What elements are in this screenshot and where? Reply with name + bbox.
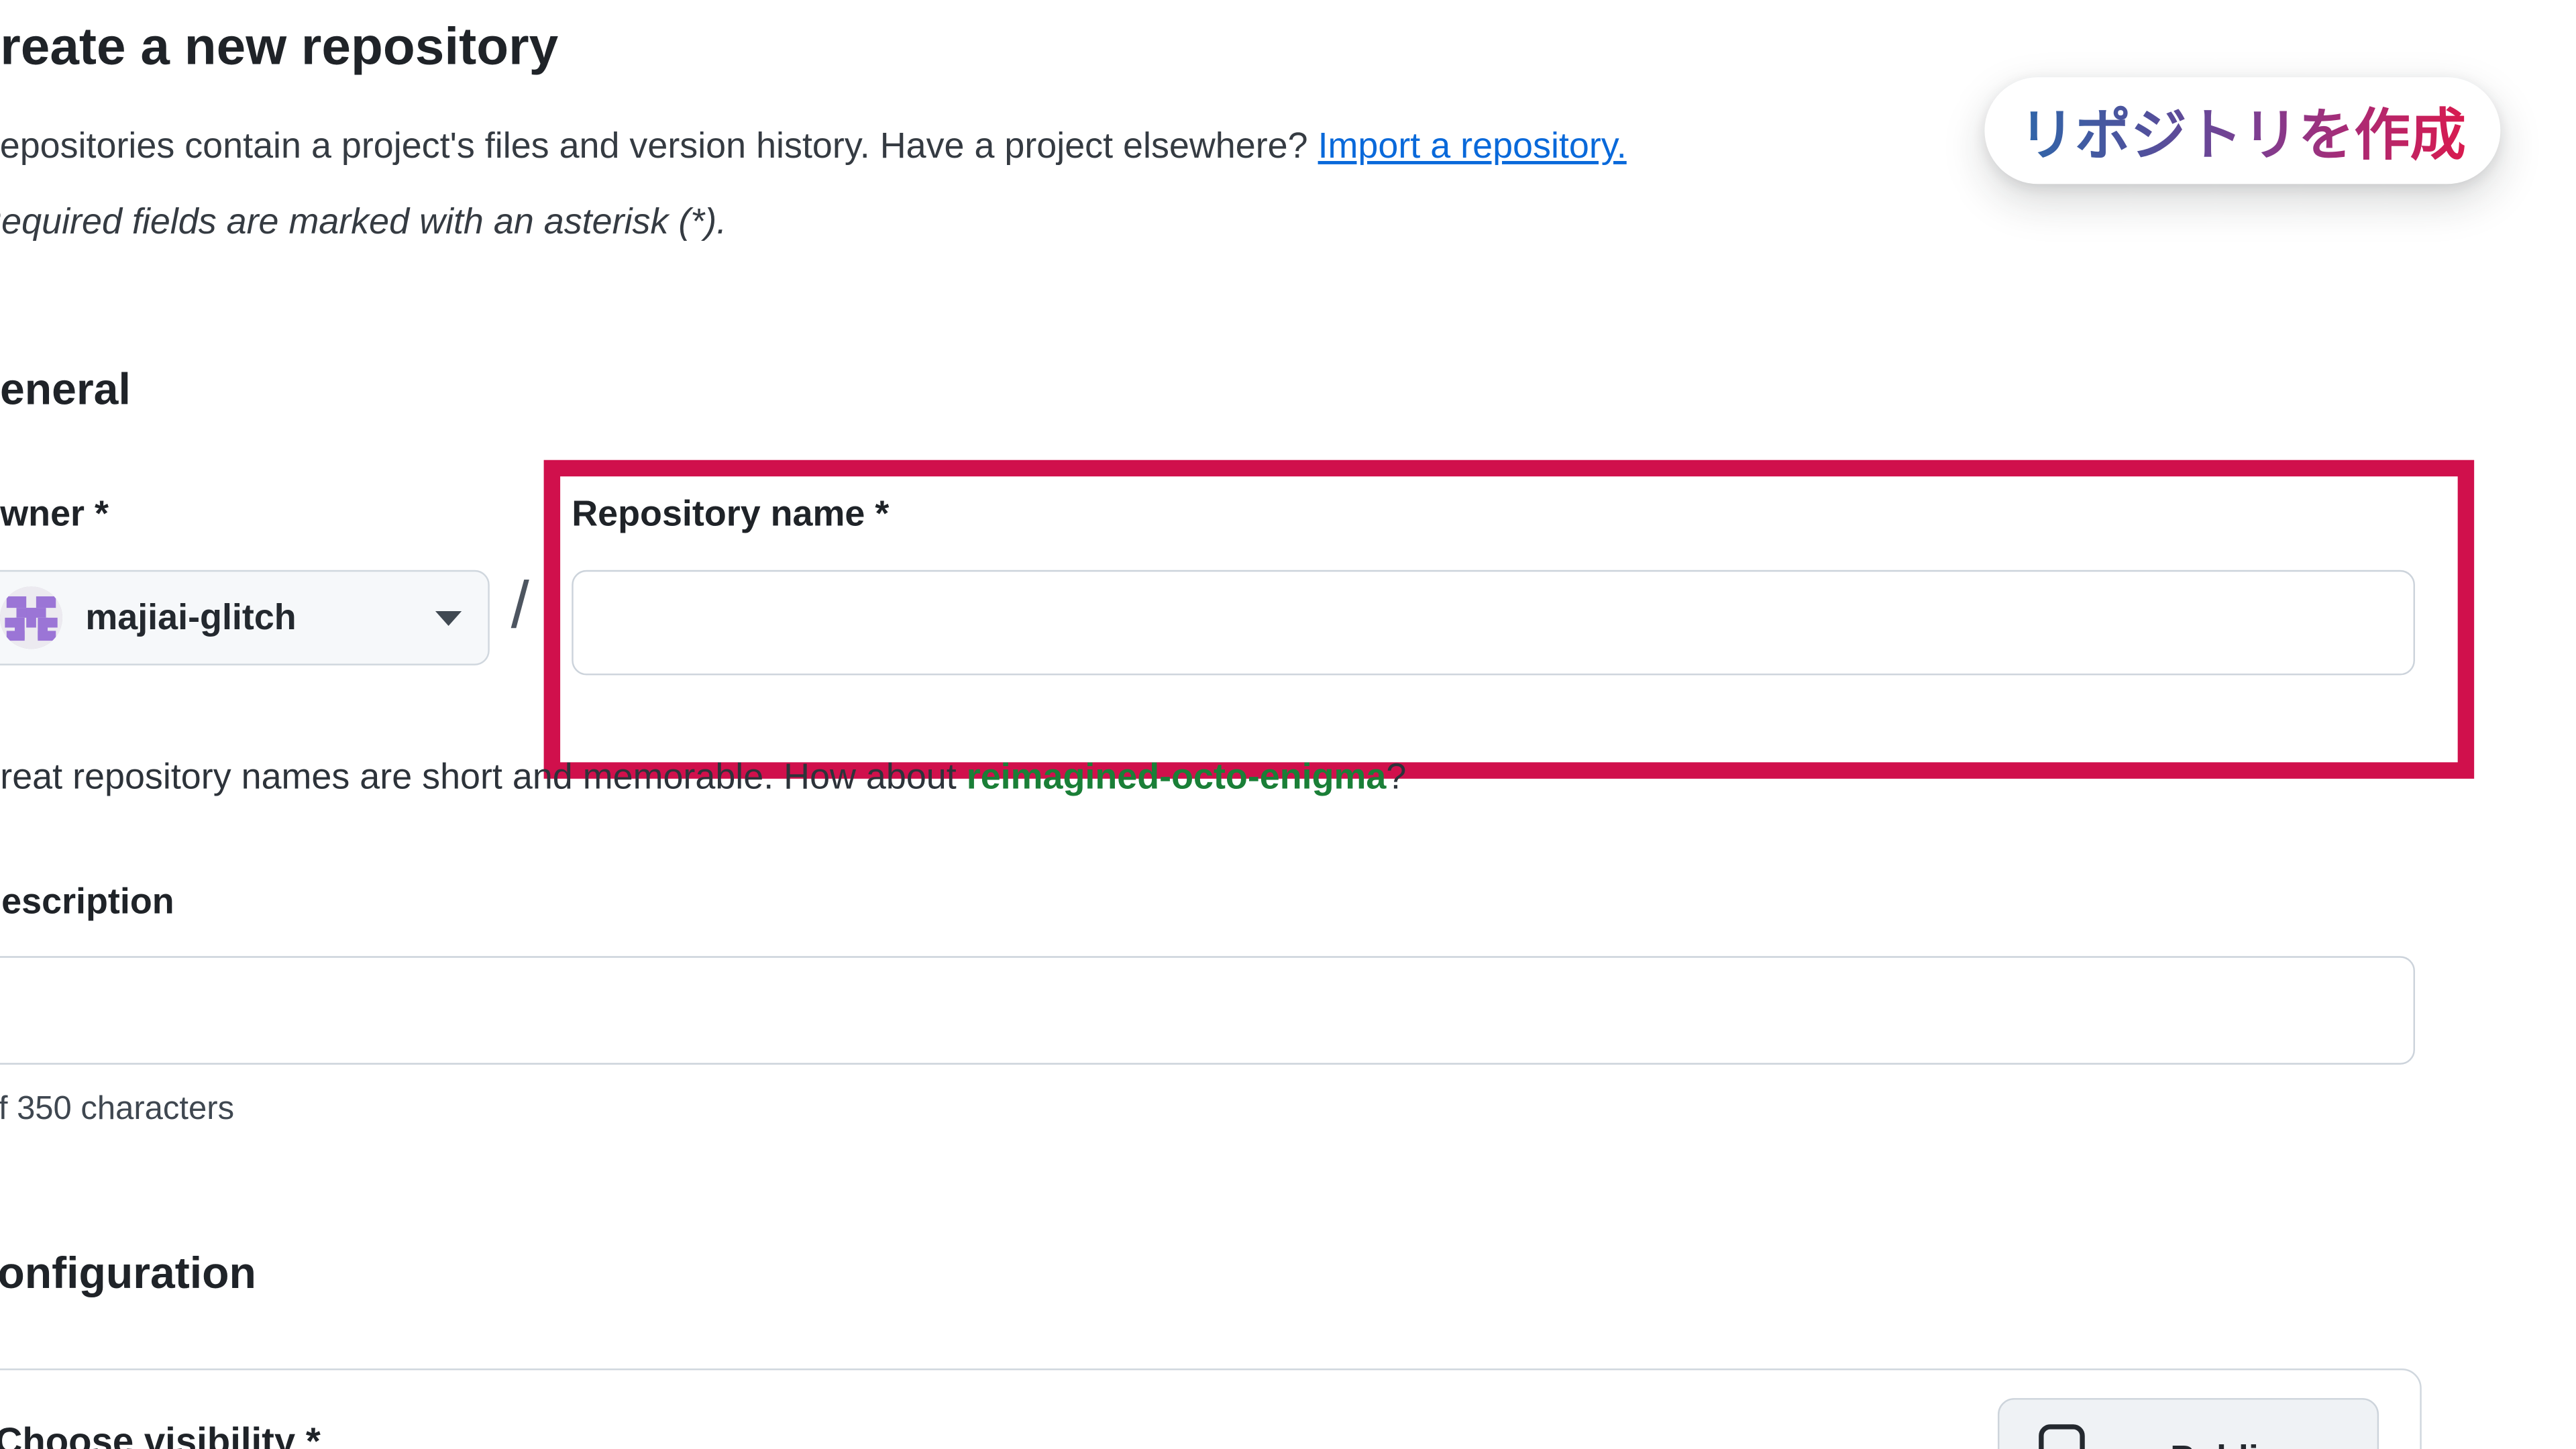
intro-sentence: Repositories contain a project's files a…	[0, 125, 1318, 166]
required-fields-note: Required fields are marked with an aster…	[0, 200, 727, 241]
page-title: Create a new repository	[0, 16, 559, 76]
create-repository-tooltip: リポジトリを作成	[1984, 77, 2501, 184]
choose-visibility-label: Choose visibility *	[0, 1419, 321, 1449]
description-label: Description	[0, 880, 174, 922]
visibility-option-icon	[2039, 1424, 2085, 1449]
general-heading: General	[0, 364, 131, 415]
configuration-heading: Configuration	[0, 1248, 256, 1298]
owner-repo-separator: /	[511, 570, 529, 643]
description-input[interactable]	[0, 956, 2415, 1065]
owner-label: Owner *	[0, 492, 109, 534]
suggested-repo-name-link[interactable]: reimagined-octo-enigma	[966, 755, 1387, 797]
owner-select-button[interactable]: majiai-glitch	[0, 570, 490, 665]
visibility-option-button[interactable]: Public	[1997, 1398, 2379, 1449]
identicon-graphic	[0, 586, 63, 649]
repo-name-suggestion-line: Great repository names are short and mem…	[0, 756, 1406, 799]
import-repository-link[interactable]: Import a repository.	[1318, 125, 1627, 166]
intro-text: Repositories contain a project's files a…	[0, 125, 1627, 168]
suggestion-suffix: ?	[1386, 755, 1407, 797]
dropdown-caret-icon	[435, 610, 462, 625]
suggestion-prefix: Great repository names are short and mem…	[0, 755, 967, 797]
repository-name-label: Repository name *	[572, 492, 890, 534]
repository-name-input[interactable]	[572, 570, 2415, 676]
owner-name: majiai-glitch	[85, 596, 297, 638]
description-character-counter: of 350 characters	[0, 1091, 235, 1127]
owner-avatar	[0, 586, 63, 649]
visibility-option-label: Public	[2170, 1438, 2279, 1449]
tooltip-label: リポジトリを作成	[2019, 91, 2466, 171]
